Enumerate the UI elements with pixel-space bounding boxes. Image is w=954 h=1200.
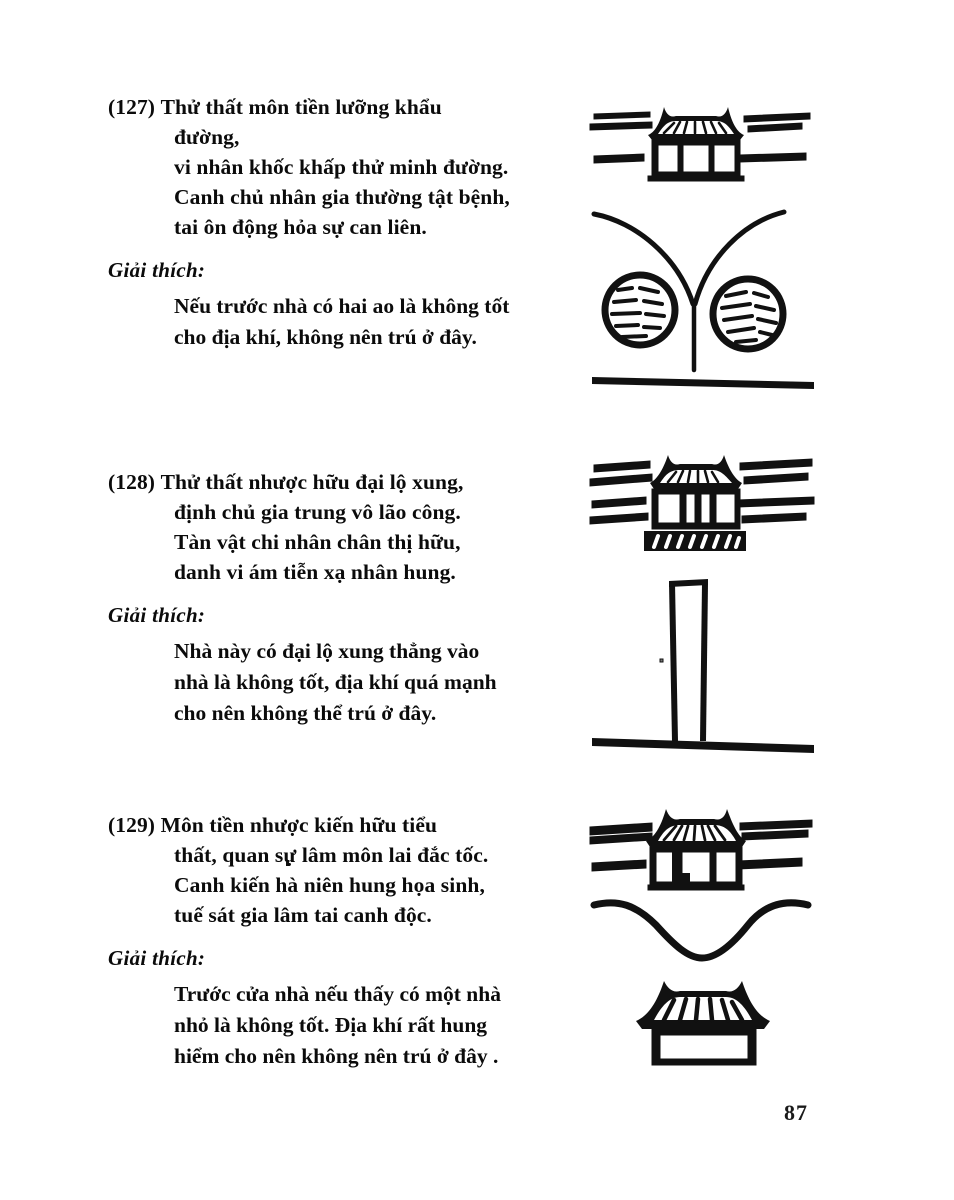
verse-number-128: (128): [108, 470, 156, 494]
rail-line: [741, 829, 809, 841]
scan-speck: [286, 860, 289, 866]
verse-text: Thử thất môn tiền lưỡng khẩu: [160, 95, 442, 119]
verse-line: danh vi ám tiễn xạ nhân hung.: [174, 560, 456, 584]
small-roof-ridges: [661, 996, 745, 1023]
house-base: [647, 175, 745, 182]
rail-line: [741, 512, 807, 524]
rail-line: [589, 822, 653, 836]
pond-texture: [720, 290, 778, 344]
rail-line: [739, 458, 813, 471]
pond-left: [601, 271, 679, 349]
rail-line: [593, 460, 651, 473]
verse-number-129: (129): [108, 813, 156, 837]
gloss-body-127: Nếu trước nhà có hai ao là không tốt cho…: [108, 291, 588, 353]
verse-line: tuế sát gia lâm tai canh độc.: [174, 903, 432, 927]
figure-house-with-dip: [588, 795, 818, 965]
verse-line: Canh kiến hà niên hung họa sinh,: [174, 873, 485, 897]
road-right-edge: [700, 583, 708, 741]
verse-line: định chủ gia trung vô lão công.: [174, 500, 461, 524]
gloss-line: cho địa khí, không nên trú ở đây.: [174, 325, 477, 349]
gloss-line: Nhà này có đại lộ xung thẳng vào: [174, 639, 480, 663]
verse-129: (129) Môn tiền nhược kiến hữu tiểu thất,…: [108, 810, 588, 930]
verse-line: tai ôn động hỏa sự can liên.: [174, 215, 427, 239]
platform-hatching: [652, 534, 741, 549]
house-door: [672, 852, 690, 887]
rail-line: [737, 857, 803, 870]
gloss-line: nhà là không tốt, địa khí quá mạnh: [174, 670, 497, 694]
verse-number-127: (127): [108, 95, 156, 119]
verse-line: (127) Thử thất môn tiền lưỡng khẩu: [108, 92, 588, 122]
verse-line: Tàn vật chi nhân chân thị hữu,: [174, 530, 461, 554]
ground-line: [592, 377, 814, 389]
gloss-line: hiểm cho nên không nên trú ở đây .: [174, 1044, 499, 1068]
pond-right: [709, 275, 787, 353]
ground-line: [592, 738, 814, 753]
rail-line: [589, 512, 649, 525]
verse-line: đường,: [174, 125, 240, 149]
rail-line: [739, 152, 807, 163]
rail-line: [747, 122, 803, 133]
verse-line: vi nhân khốc khấp thử minh đường.: [174, 155, 509, 179]
entry-128: (128) Thử thất nhược hữu đại lộ xung, đị…: [108, 467, 588, 729]
path-left-branch: [591, 211, 696, 307]
roof-ridges: [662, 120, 728, 135]
verse-text: Môn tiền nhược kiến hữu tiểu: [160, 813, 438, 837]
illustration-column: [588, 0, 838, 1200]
pond-texture: [610, 286, 666, 339]
figure-small-house: [628, 965, 778, 1075]
verse-line: thất, quan sự lâm môn lai đắc tốc.: [174, 843, 489, 867]
rail-line: [739, 819, 813, 831]
page-number: 87: [784, 1100, 808, 1125]
verse-127: (127) Thử thất môn tiền lưỡng khẩu đường…: [108, 92, 588, 242]
road-top-cap: [669, 579, 708, 587]
rail-line: [737, 496, 815, 508]
gloss-line: Trước cửa nhà nếu thấy có một nhà: [174, 982, 501, 1006]
verse-128: (128) Thử thất nhược hữu đại lộ xung, đị…: [108, 467, 588, 587]
figure-house-with-road: [588, 443, 818, 768]
house-platform: [644, 531, 746, 551]
scan-speck: [659, 658, 664, 663]
verse-line: (129) Môn tiền nhược kiến hữu tiểu: [108, 810, 588, 840]
entry-129: (129) Môn tiền nhược kiến hữu tiểu thất,…: [108, 810, 588, 1072]
roof-ridges: [662, 824, 727, 842]
rail-line: [591, 859, 647, 872]
rail-line: [743, 472, 809, 485]
gloss-body-128: Nhà này có đại lộ xung thẳng vào nhà là …: [108, 636, 588, 729]
rail-line: [593, 111, 651, 120]
dip-curve: [590, 899, 812, 962]
road-left-edge: [669, 583, 678, 741]
path-right-branch: [692, 209, 787, 307]
figure-house-with-two-ponds: [588, 92, 818, 392]
roof-ridges: [666, 469, 720, 484]
gloss-line: Nếu trước nhà có hai ao là không tốt: [174, 294, 510, 318]
verse-text: Thử thất nhược hữu đại lộ xung,: [160, 470, 464, 494]
verse-line: (128) Thử thất nhược hữu đại lộ xung,: [108, 467, 588, 497]
rail-line: [591, 496, 647, 509]
gloss-label-129: Giải thích:: [108, 946, 206, 970]
gloss-label-128: Giải thích:: [108, 603, 206, 627]
rail-line: [589, 121, 653, 131]
gloss-body-129: Trước cửa nhà nếu thấy có một nhà nhỏ là…: [108, 979, 588, 1072]
house-base: [647, 884, 745, 891]
gloss-label-127: Giải thích:: [108, 258, 206, 282]
rail-line: [589, 473, 653, 487]
gloss-line: cho nên không thể trú ở đây.: [174, 701, 437, 725]
rail-line: [593, 153, 645, 164]
rail-line: [743, 112, 811, 123]
verse-line: Canh chủ nhân gia thường tật bệnh,: [174, 185, 510, 209]
entry-127: (127) Thử thất môn tiền lưỡng khẩu đường…: [108, 92, 588, 353]
gloss-line: nhỏ là không tốt. Địa khí rất hung: [174, 1013, 488, 1037]
